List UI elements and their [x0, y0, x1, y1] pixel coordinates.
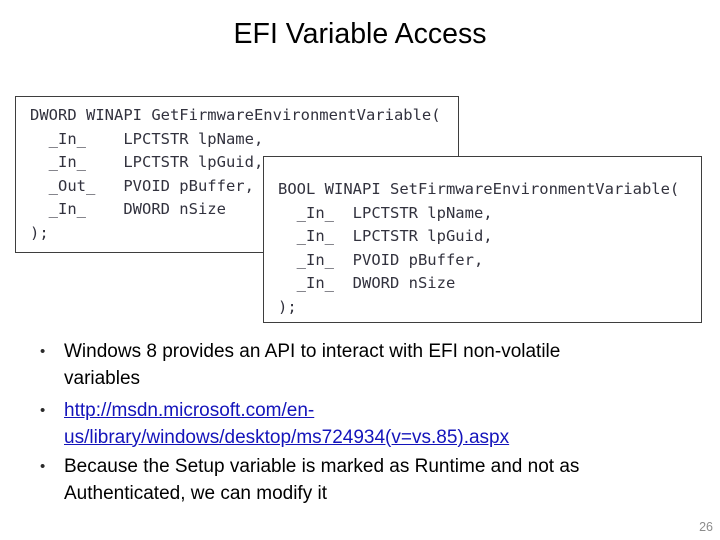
msdn-link[interactable]: http://msdn.microsoft.com/en- us/library…: [64, 398, 509, 451]
code-line: _In_ LPCTSTR lpGuid,: [278, 227, 493, 245]
code-line: _In_ PVOID pBuffer,: [278, 250, 484, 269]
code-line: );: [278, 297, 297, 316]
code-line: DWORD WINAPI GetFirmwareEnvironmentVaria…: [30, 106, 441, 124]
bullet-item-setup-variable: • Because the Setup variable is marked a…: [40, 454, 690, 507]
code-line: _In_ LPCTSTR lpGuid,: [30, 153, 264, 171]
page-number: 26: [699, 520, 713, 534]
slide-title: EFI Variable Access: [233, 18, 487, 50]
bullet-icon: •: [40, 402, 46, 419]
bullet-item-api: • Windows 8 provides an API to interact …: [40, 339, 690, 392]
bullet-item-msdn-link: • http://msdn.microsoft.com/en- us/libra…: [40, 398, 690, 451]
code-line: _Out_ PVOID pBuffer,: [30, 176, 254, 195]
bullet-text: Because the Setup variable is marked as …: [64, 454, 579, 507]
code-line: _In_ LPCTSTR lpName,: [278, 203, 493, 222]
code-line: _In_ LPCTSTR lpName,: [30, 129, 264, 148]
code-line: );: [30, 223, 49, 242]
bullet-line: Windows 8 provides an API to interact wi…: [64, 341, 561, 362]
code-box-set-firmware-variable: BOOL WINAPI SetFirmwareEnvironmentVariab…: [263, 156, 702, 323]
bullet-icon: •: [40, 458, 46, 475]
bullet-line: Because the Setup variable is marked as …: [64, 456, 580, 477]
bullet-line: Authenticated, we can modify it: [64, 482, 327, 504]
bullet-line: variables: [64, 367, 141, 389]
code-line: BOOL WINAPI SetFirmwareEnvironmentVariab…: [278, 180, 680, 198]
link-line[interactable]: us/library/windows/desktop/ms724934(v=vs…: [64, 426, 510, 448]
code-line: _In_ DWORD nSize: [278, 274, 456, 292]
bullet-text: Windows 8 provides an API to interact wi…: [64, 339, 560, 392]
bullet-text: http://msdn.microsoft.com/en- us/library…: [64, 398, 509, 451]
link-line[interactable]: http://msdn.microsoft.com/en-: [64, 400, 315, 421]
bullet-icon: •: [40, 343, 46, 360]
code-line: _In_ DWORD nSize: [30, 200, 226, 218]
